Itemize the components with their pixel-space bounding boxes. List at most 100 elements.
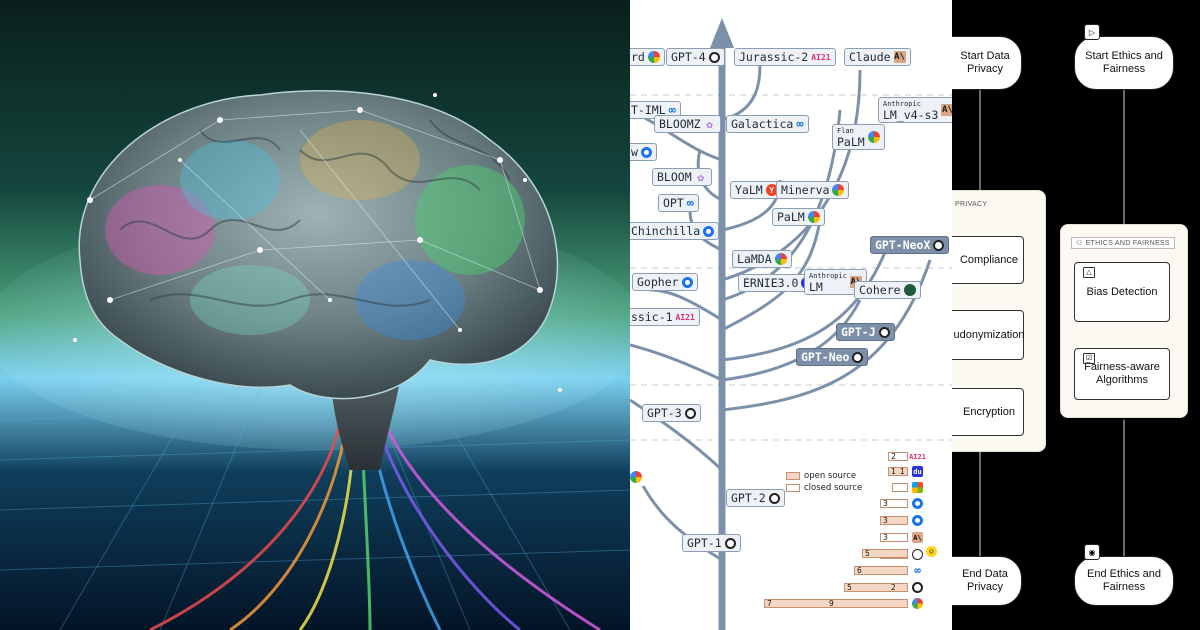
stop-icon: ◉: [1084, 544, 1100, 560]
lane-ethics-title: ⚇ETHICS AND FAIRNESS: [1071, 237, 1175, 249]
brain-illustration: [0, 90, 630, 630]
meta-icon: ∞: [668, 102, 676, 117]
eleuther-icon: [933, 239, 945, 251]
bar-meta: 6: [854, 566, 908, 575]
bar-ai21: 2: [888, 452, 908, 461]
start-ethics-fairness-event[interactable]: Start Ethics and Fairness: [1074, 36, 1174, 90]
model-node-palm: PaLM: [772, 208, 825, 226]
checklist-icon: ☑: [1083, 353, 1095, 364]
warning-icon: △: [1083, 267, 1095, 278]
ai21-icon: AI21: [675, 312, 695, 322]
openai-icon: [708, 51, 720, 63]
model-node-ernie: ERNIE3.0●: [738, 274, 819, 292]
model-node-galactica: Galactica∞: [726, 115, 809, 133]
deepmind-icon: [681, 276, 693, 288]
meta-icon: ∞: [914, 564, 921, 577]
bar-microsoft: [892, 483, 908, 492]
baidu-icon: du: [912, 466, 923, 477]
openai-icon: [684, 407, 696, 419]
microsoft-icon: [912, 482, 923, 493]
bar-huggingface: 5: [862, 549, 908, 558]
open-source-swatch: [786, 472, 800, 480]
closed-source-swatch: [786, 484, 800, 492]
model-node-gpt-neox: GPT-NeoX: [870, 236, 950, 254]
anthropic-icon: A\: [941, 104, 952, 116]
people-icon: ⚇: [1076, 240, 1083, 247]
model-node-deepmind: w: [630, 143, 657, 161]
ai21-icon: AI21: [811, 52, 831, 62]
task-pseudonymization[interactable]: udonymization: [952, 310, 1024, 360]
eleuther-icon: [852, 351, 864, 363]
google-icon: [630, 471, 642, 483]
brain-illustration-panel: [0, 0, 630, 630]
lane-privacy-title: PRIVACY: [955, 201, 988, 208]
ai-governance-flowchart-panel: Start Data Privacy Start Ethics and Fair…: [952, 0, 1200, 630]
google-icon: [832, 184, 845, 196]
yandex-icon: Y: [765, 184, 778, 196]
openai-icon: [724, 537, 736, 549]
model-node-chinchilla: Chinchilla: [630, 222, 720, 240]
play-icon: ▷: [1084, 24, 1100, 40]
legend-open-source: open source: [786, 471, 856, 481]
deepmind-icon: [912, 515, 923, 526]
google-icon: [647, 51, 660, 63]
deepmind-icon: [640, 146, 652, 158]
anthropic-icon: A\: [912, 532, 923, 543]
legend-closed-source: closed source: [786, 483, 862, 493]
google-icon: [807, 211, 820, 223]
end-data-privacy-event[interactable]: End Data Privacy: [952, 556, 1022, 606]
task-fairness-aware-algorithms[interactable]: ☑Fairness-aware Algorithms: [1074, 348, 1170, 400]
model-node-gpt4: GPT-4: [666, 48, 725, 66]
bloom-flower-icon: ✿: [706, 117, 713, 131]
bar-deepmind-closed: 3: [880, 499, 908, 508]
start-data-privacy-event[interactable]: Start Data Privacy: [952, 36, 1022, 90]
deepmind-icon: [912, 498, 923, 509]
end-ethics-fairness-event[interactable]: End Ethics and Fairness: [1074, 556, 1174, 606]
google-icon: [867, 131, 880, 143]
google-icon: [774, 253, 787, 265]
model-node-cohere: Cohere: [854, 281, 921, 299]
anthropic-icon: A\: [893, 51, 906, 63]
model-node-bloomz: BLOOMZ✿: [654, 115, 721, 133]
deepmind-icon: [703, 225, 715, 237]
huggingface-icon: ☺: [926, 546, 937, 557]
openai-icon: [768, 492, 780, 504]
bloom-flower-icon: ✿: [697, 170, 704, 184]
model-node-lamda: LaMDA: [732, 250, 792, 268]
google-icon: [912, 598, 923, 609]
model-node-gopher: Gopher: [632, 273, 698, 291]
cohere-icon: [903, 284, 916, 296]
model-node-gpt3: GPT-3: [642, 404, 701, 422]
bar-deepmind-open: 3: [880, 516, 908, 525]
meta-icon: ∞: [686, 195, 695, 210]
ai21-icon: AI21: [909, 452, 926, 461]
task-encryption[interactable]: Encryption: [952, 388, 1024, 436]
model-node-opt-iml: T-IML∞: [630, 101, 681, 119]
model-node-gpt1: GPT-1: [682, 534, 741, 552]
model-node-gpt-j: GPT-J: [836, 323, 895, 341]
model-node-bard: rd: [630, 48, 665, 66]
model-node-gpt2: GPT-2: [726, 489, 785, 507]
bar-anthropic: 3: [880, 533, 908, 542]
model-node-opt: OPT∞: [658, 194, 700, 212]
eleuther-icon: [912, 549, 923, 560]
model-node-bloom: BLOOM✿: [652, 168, 712, 186]
meta-icon: ∞: [796, 116, 804, 131]
eleuther-icon: [878, 326, 890, 338]
model-node-gpt-neo: GPT-Neo: [796, 348, 869, 366]
model-node-google-edge: [630, 468, 646, 486]
model-node-minerva: Minerva: [776, 181, 850, 199]
openai-icon: [912, 582, 923, 593]
task-bias-detection[interactable]: △Bias Detection: [1074, 262, 1170, 322]
task-compliance[interactable]: Compliance: [952, 236, 1024, 284]
